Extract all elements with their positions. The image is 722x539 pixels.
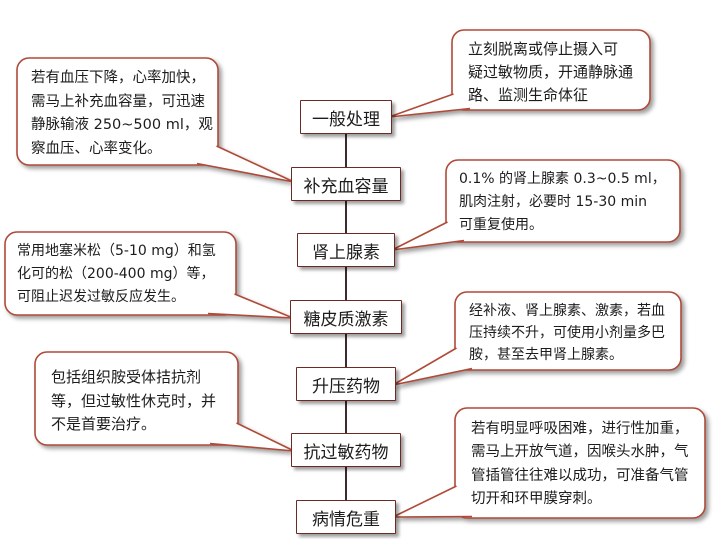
callout-text-line: 等，但过敏性休克时，并 (51, 391, 217, 410)
step-volume-replacement: 补充血容量 (291, 167, 401, 201)
callout-text-line: 0.1% 的肾上腺素 0.3~0.5 ml， (459, 171, 666, 187)
callout-text-line: 可阻止迟发过敏反应发生。 (17, 289, 185, 305)
callout-text-glucocorticoid: 常用地塞米松（5-10 mg）和氢 化可的松（200-400 mg）等， 可阻止… (17, 240, 216, 309)
callout-text-line: 立刻脱离或停止摄入可 (468, 40, 619, 58)
callout-shape (454, 291, 682, 371)
step-epinephrine: 肾上腺素 (297, 233, 395, 267)
callout-text-line: 路、监测生命体征 (468, 86, 589, 104)
callout-text-line: 常用地塞米松（5-10 mg）和氢 (17, 243, 216, 259)
callout-text-line: 需马上开放气道，因喉头水肿，气 (471, 444, 689, 461)
callout-text-line: 静脉输液 250~500 ml，观 (31, 117, 213, 133)
callout-text-line: 管插管往往难以成功，可准备气管 (471, 467, 689, 484)
callout-glucocorticoid (4, 231, 294, 319)
callout-text-line: 切开和环甲膜穿刺。 (471, 490, 602, 507)
callout-text-line: 若有血压下降，心率加快， (31, 70, 205, 86)
callout-text-volume-replacement: 若有血压下降，心率加快， 需马上补充血容量，可迅速 静脉输液 250~500 m… (31, 67, 213, 161)
step-label: 一般处理 (312, 109, 380, 130)
callout-volume-replacement (16, 57, 295, 183)
step-label: 补充血容量 (303, 176, 389, 197)
callout-text-general-treatment: 立刻脱离或停止摄入可 疑过敏物质，开通静脉通 路、监测生命体征 (468, 38, 633, 107)
callout-text-line: 可重复使用。 (459, 217, 543, 233)
step-glucocorticoid: 糖皮质激素 (290, 300, 402, 334)
callout-text-line: 不是首要治疗。 (51, 415, 157, 433)
callout-antiallergic-drugs (34, 351, 295, 452)
step-general-treatment: 一般处理 (300, 100, 392, 134)
callout-text-vasopressor: 经补液、肾上腺素、激素，若血 压持续不升，可使用小剂量多巴 胺，甚至去甲肾上腺素… (469, 300, 665, 366)
callout-vasopressor (392, 291, 682, 386)
callout-text-line: 疑过敏物质，开通静脉通 (468, 63, 634, 81)
step-label: 糖皮质激素 (303, 309, 389, 330)
step-label: 病情危重 (312, 509, 380, 530)
callout-text-line: 压持续不升，可使用小剂量多巴 (469, 325, 665, 341)
step-critical-condition: 病情危重 (296, 500, 396, 534)
callout-text-antiallergic-drugs: 包括组织胺受体拮抗剂 等，但过敏性休克时，并 不是首要治疗。 (51, 366, 216, 437)
callout-text-line: 经补液、肾上腺素、激素，若血 (469, 303, 665, 319)
callout-text-line: 察血压、心率变化。 (31, 140, 162, 157)
callout-text-line: 肌肉注射，必要时 15-30 min (459, 194, 647, 210)
callout-text-line: 胺，甚至去甲肾上腺素。 (469, 347, 623, 363)
callout-pointer (392, 347, 473, 386)
callout-critical-condition (392, 407, 706, 519)
callout-text-line: 需马上补充血容量，可迅速 (31, 93, 205, 110)
callout-shape (16, 57, 219, 166)
callout-shape (34, 351, 239, 446)
callout-epinephrine (391, 159, 681, 251)
callout-shape (445, 159, 681, 243)
callout-text-critical-condition: 若有明显呼吸困难，进行性加重， 需马上开放气道，因喉头水肿，气 管插管往往难以成… (471, 418, 689, 511)
callout-text-line: 若有明显呼吸困难，进行性加重， (471, 421, 689, 437)
callout-text-line: 包括组织胺受体拮抗剂 (51, 368, 202, 386)
step-label: 升压药物 (312, 376, 380, 397)
callout-shape (4, 231, 237, 316)
step-antiallergic-drugs: 抗过敏药物 (291, 433, 401, 467)
callout-text-line: 化可的松（200-400 mg）等， (17, 266, 215, 282)
step-label: 抗过敏药物 (303, 442, 389, 463)
callout-text-epinephrine: 0.1% 的肾上腺素 0.3~0.5 ml， 肌肉注射，必要时 15-30 mi… (459, 168, 666, 237)
step-vasopressor: 升压药物 (296, 367, 396, 401)
callout-shape (451, 29, 651, 111)
step-label: 肾上腺素 (312, 242, 380, 263)
callout-shape (454, 407, 706, 519)
